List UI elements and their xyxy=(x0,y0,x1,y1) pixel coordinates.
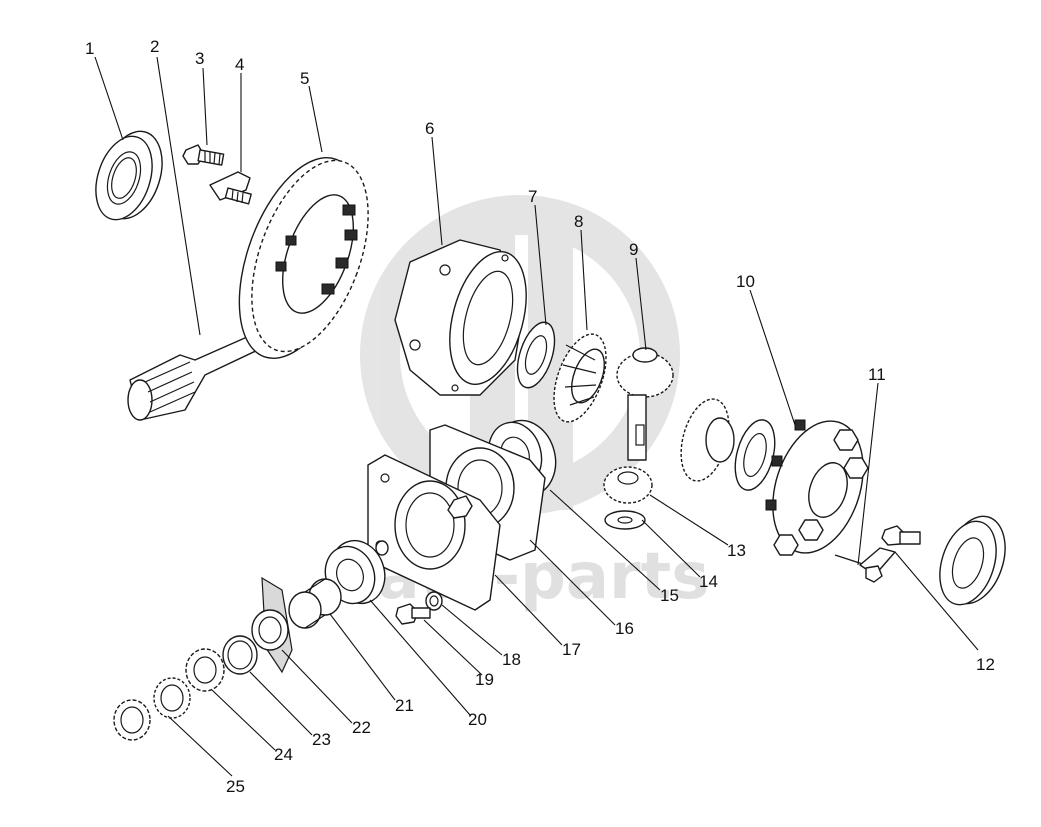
part-3-bolt xyxy=(182,144,225,166)
callout-21: 21 xyxy=(395,696,414,715)
callout-4: 4 xyxy=(235,55,244,74)
part-24-nut xyxy=(185,648,225,692)
part-25-nut-lockwasher xyxy=(113,677,191,741)
callout-19: 19 xyxy=(475,670,494,689)
part-6-differential-case xyxy=(394,239,527,396)
callout-22: 22 xyxy=(352,718,371,737)
part-23-ring xyxy=(222,635,258,675)
callout-15: 15 xyxy=(660,586,679,605)
callout-6: 6 xyxy=(425,119,434,138)
callout-23: 23 xyxy=(312,730,331,749)
part-22-oil-thrower xyxy=(251,576,293,674)
part-17-pinion-housing xyxy=(367,454,501,611)
callout-24: 24 xyxy=(274,745,293,764)
part-10-side-gear-right xyxy=(680,398,776,491)
part-9-cross-shaft xyxy=(616,347,674,461)
part-13-pinion-gear xyxy=(603,466,653,504)
callout-17: 17 xyxy=(562,640,581,659)
callout-12: 12 xyxy=(976,655,995,674)
callout-3: 3 xyxy=(195,49,204,68)
part-1-seal xyxy=(95,130,163,221)
callout-5: 5 xyxy=(300,69,309,88)
callout-8: 8 xyxy=(574,212,583,231)
callout-1: 1 xyxy=(85,39,94,58)
callout-16: 16 xyxy=(615,619,634,638)
callout-2: 2 xyxy=(150,37,159,56)
callout-11: 11 xyxy=(868,365,886,384)
leader-lines xyxy=(94,56,979,777)
callout-25: 25 xyxy=(226,777,245,796)
callout-18: 18 xyxy=(502,650,521,669)
part-19-bolt xyxy=(395,603,431,625)
part-10-case-cover xyxy=(765,419,869,556)
callout-13: 13 xyxy=(727,541,746,560)
part-11-bolt-lock xyxy=(834,547,896,583)
part-7-thrust-washer xyxy=(516,321,556,389)
part-5-ring-gear xyxy=(238,157,369,359)
part-4-lock-plate xyxy=(209,171,252,205)
part-18-washer xyxy=(425,591,443,611)
part-21-spacer-sleeve xyxy=(288,578,342,629)
callout-14: 14 xyxy=(699,572,718,591)
callout-9: 9 xyxy=(629,240,638,259)
callout-20: 20 xyxy=(468,710,487,729)
callout-7: 7 xyxy=(528,187,537,206)
part-12-bolt-seal xyxy=(881,515,1006,606)
callout-10: 10 xyxy=(736,272,755,291)
callout-labels: 1 2 3 4 5 6 7 8 9 10 11 12 13 14 15 16 1… xyxy=(85,37,995,796)
part-14-washer xyxy=(604,510,646,530)
part-8-side-gear xyxy=(553,333,607,423)
